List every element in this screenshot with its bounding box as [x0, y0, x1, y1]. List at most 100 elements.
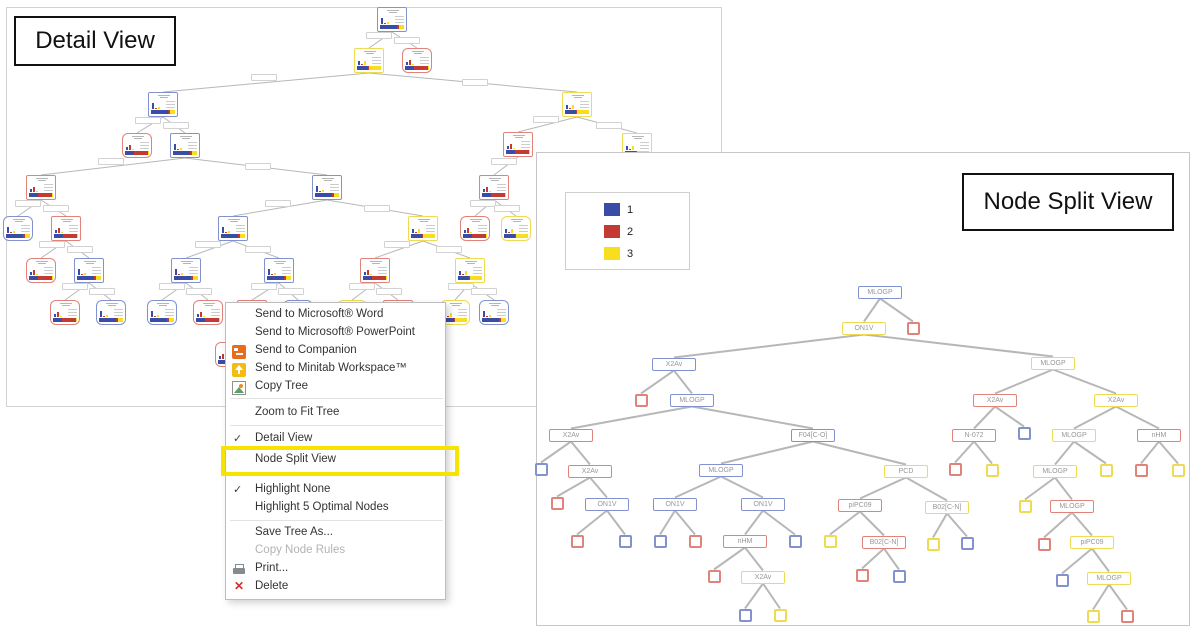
- detail-terminal-node-red[interactable]: [460, 216, 490, 241]
- detail-terminal-node-red[interactable]: [50, 300, 80, 325]
- split-node-n-072[interactable]: N-072: [952, 428, 996, 442]
- menu-item-highlight-none[interactable]: ✓Highlight None: [226, 480, 445, 498]
- split-node-mlogp[interactable]: MLOGP: [699, 463, 743, 477]
- detail-node-red[interactable]: [503, 132, 533, 157]
- menu-item-print[interactable]: Print...: [226, 559, 445, 577]
- terminal-node-blue[interactable]: [618, 534, 632, 548]
- detail-terminal-node-blue[interactable]: [147, 300, 177, 325]
- terminal-node-yellow[interactable]: [926, 537, 940, 551]
- split-node-nhm[interactable]: nHM: [723, 534, 767, 548]
- detail-terminal-node-red[interactable]: [193, 300, 223, 325]
- terminal-node-yellow[interactable]: [823, 534, 837, 548]
- detail-node-red[interactable]: [360, 258, 390, 283]
- split-node-on1v[interactable]: ON1V: [653, 497, 697, 511]
- terminal-node-blue[interactable]: [1055, 573, 1069, 587]
- detail-terminal-node-red[interactable]: [122, 133, 152, 158]
- detail-node-red[interactable]: [479, 175, 509, 200]
- split-rule-label: [186, 288, 212, 295]
- menu-item-send-to-companion[interactable]: Send to Companion: [226, 341, 445, 359]
- split-node-b02-c-n-[interactable]: B02[C-N]: [862, 535, 906, 549]
- split-node-x2av[interactable]: X2Av: [973, 393, 1017, 407]
- detail-terminal-node-red[interactable]: [402, 48, 432, 73]
- terminal-node-yellow[interactable]: [1018, 499, 1032, 513]
- split-node-f04-c-o-[interactable]: F04[C-O]: [791, 428, 835, 442]
- terminal-node-red[interactable]: [634, 393, 648, 407]
- terminal-node-yellow[interactable]: [1086, 609, 1100, 623]
- detail-node-yellow[interactable]: [562, 92, 592, 117]
- terminal-node-blue[interactable]: [892, 569, 906, 583]
- detail-node-blue[interactable]: [74, 258, 104, 283]
- terminal-node-red[interactable]: [550, 496, 564, 510]
- split-node-on1v[interactable]: ON1V: [842, 321, 886, 335]
- detail-node-yellow[interactable]: [354, 48, 384, 73]
- terminal-node-blue[interactable]: [653, 534, 667, 548]
- split-node-mlogp[interactable]: MLOGP: [670, 393, 714, 407]
- detail-node-red[interactable]: [51, 216, 81, 241]
- terminal-node-yellow[interactable]: [985, 463, 999, 477]
- menu-item-copy-tree[interactable]: Copy Tree: [226, 377, 445, 395]
- split-node-pcd[interactable]: PCD: [884, 464, 928, 478]
- detail-terminal-node-blue[interactable]: [96, 300, 126, 325]
- menu-item-send-to-word[interactable]: Send to Microsoft® Word: [226, 305, 445, 323]
- terminal-node-red[interactable]: [1134, 463, 1148, 477]
- terminal-node-red[interactable]: [688, 534, 702, 548]
- menu-item-node-split-view[interactable]: Node Split View: [226, 450, 445, 468]
- menu-item-detail-view[interactable]: ✓Detail View: [226, 429, 445, 447]
- detail-node-blue[interactable]: [312, 175, 342, 200]
- terminal-node-red[interactable]: [707, 569, 721, 583]
- split-node-nhm[interactable]: nHM: [1137, 428, 1181, 442]
- detail-terminal-node-yellow[interactable]: [501, 216, 531, 241]
- terminal-node-red[interactable]: [570, 534, 584, 548]
- terminal-node-red[interactable]: [906, 321, 920, 335]
- terminal-node-yellow[interactable]: [1099, 463, 1113, 477]
- split-node-mlogp[interactable]: MLOGP: [858, 285, 902, 299]
- detail-node-yellow[interactable]: [455, 258, 485, 283]
- menu-item-send-to-powerpoint[interactable]: Send to Microsoft® PowerPoint: [226, 323, 445, 341]
- detail-view-label-text: Detail View: [35, 27, 155, 54]
- split-node-pipc09[interactable]: piPC09: [838, 498, 882, 512]
- terminal-node-blue[interactable]: [1017, 426, 1031, 440]
- terminal-node-blue[interactable]: [960, 536, 974, 550]
- split-node-mlogp[interactable]: MLOGP: [1087, 571, 1131, 585]
- split-node-mlogp[interactable]: MLOGP: [1033, 464, 1077, 478]
- detail-node-blue[interactable]: [264, 258, 294, 283]
- detail-node-blue[interactable]: [171, 258, 201, 283]
- menu-item-send-to-minitab-workspace[interactable]: Send to Minitab Workspace™: [226, 359, 445, 377]
- terminal-node-red[interactable]: [855, 568, 869, 582]
- detail-terminal-node-red[interactable]: [26, 258, 56, 283]
- detail-terminal-node-blue[interactable]: [479, 300, 509, 325]
- split-node-x2av[interactable]: X2Av: [549, 428, 593, 442]
- split-node-x2av[interactable]: X2Av: [652, 357, 696, 371]
- split-node-x2av[interactable]: X2Av: [741, 570, 785, 584]
- split-node-b02-c-n-[interactable]: B02[C-N]: [925, 500, 969, 514]
- terminal-node-red[interactable]: [948, 462, 962, 476]
- menu-item-delete[interactable]: ✕Delete: [226, 577, 445, 595]
- terminal-node-yellow[interactable]: [1171, 463, 1185, 477]
- split-node-mlogp[interactable]: MLOGP: [1052, 428, 1096, 442]
- terminal-node-blue[interactable]: [738, 608, 752, 622]
- split-rule-label: [245, 163, 271, 170]
- split-node-x2av[interactable]: X2Av: [1094, 393, 1138, 407]
- detail-terminal-node-blue[interactable]: [3, 216, 33, 241]
- terminal-node-red[interactable]: [1037, 537, 1051, 551]
- detail-node-blue[interactable]: [148, 92, 178, 117]
- split-node-mlogp[interactable]: MLOGP: [1050, 499, 1094, 513]
- terminal-node-red[interactable]: [1120, 609, 1134, 623]
- menu-item-save-tree-as[interactable]: Save Tree As...: [226, 523, 445, 541]
- split-node-mlogp[interactable]: MLOGP: [1031, 356, 1075, 370]
- menu-item-highlight-5-optimal-nodes[interactable]: Highlight 5 Optimal Nodes: [226, 498, 445, 516]
- terminal-node-blue[interactable]: [534, 462, 548, 476]
- terminal-node-blue[interactable]: [788, 534, 802, 548]
- split-node-on1v[interactable]: ON1V: [585, 497, 629, 511]
- detail-node-red[interactable]: [26, 175, 56, 200]
- detail-node-blue[interactable]: [218, 216, 248, 241]
- detail-node-yellow[interactable]: [408, 216, 438, 241]
- split-node-x2av[interactable]: X2Av: [568, 464, 612, 478]
- terminal-node-yellow[interactable]: [773, 608, 787, 622]
- menu-item-zoom-to-fit-tree[interactable]: Zoom to Fit Tree: [226, 403, 445, 421]
- split-node-pipc09[interactable]: piPC09: [1070, 535, 1114, 549]
- menu-separator: [230, 398, 443, 399]
- detail-node-blue[interactable]: [170, 133, 200, 158]
- detail-node-blue[interactable]: [377, 7, 407, 32]
- split-node-on1v[interactable]: ON1V: [741, 497, 785, 511]
